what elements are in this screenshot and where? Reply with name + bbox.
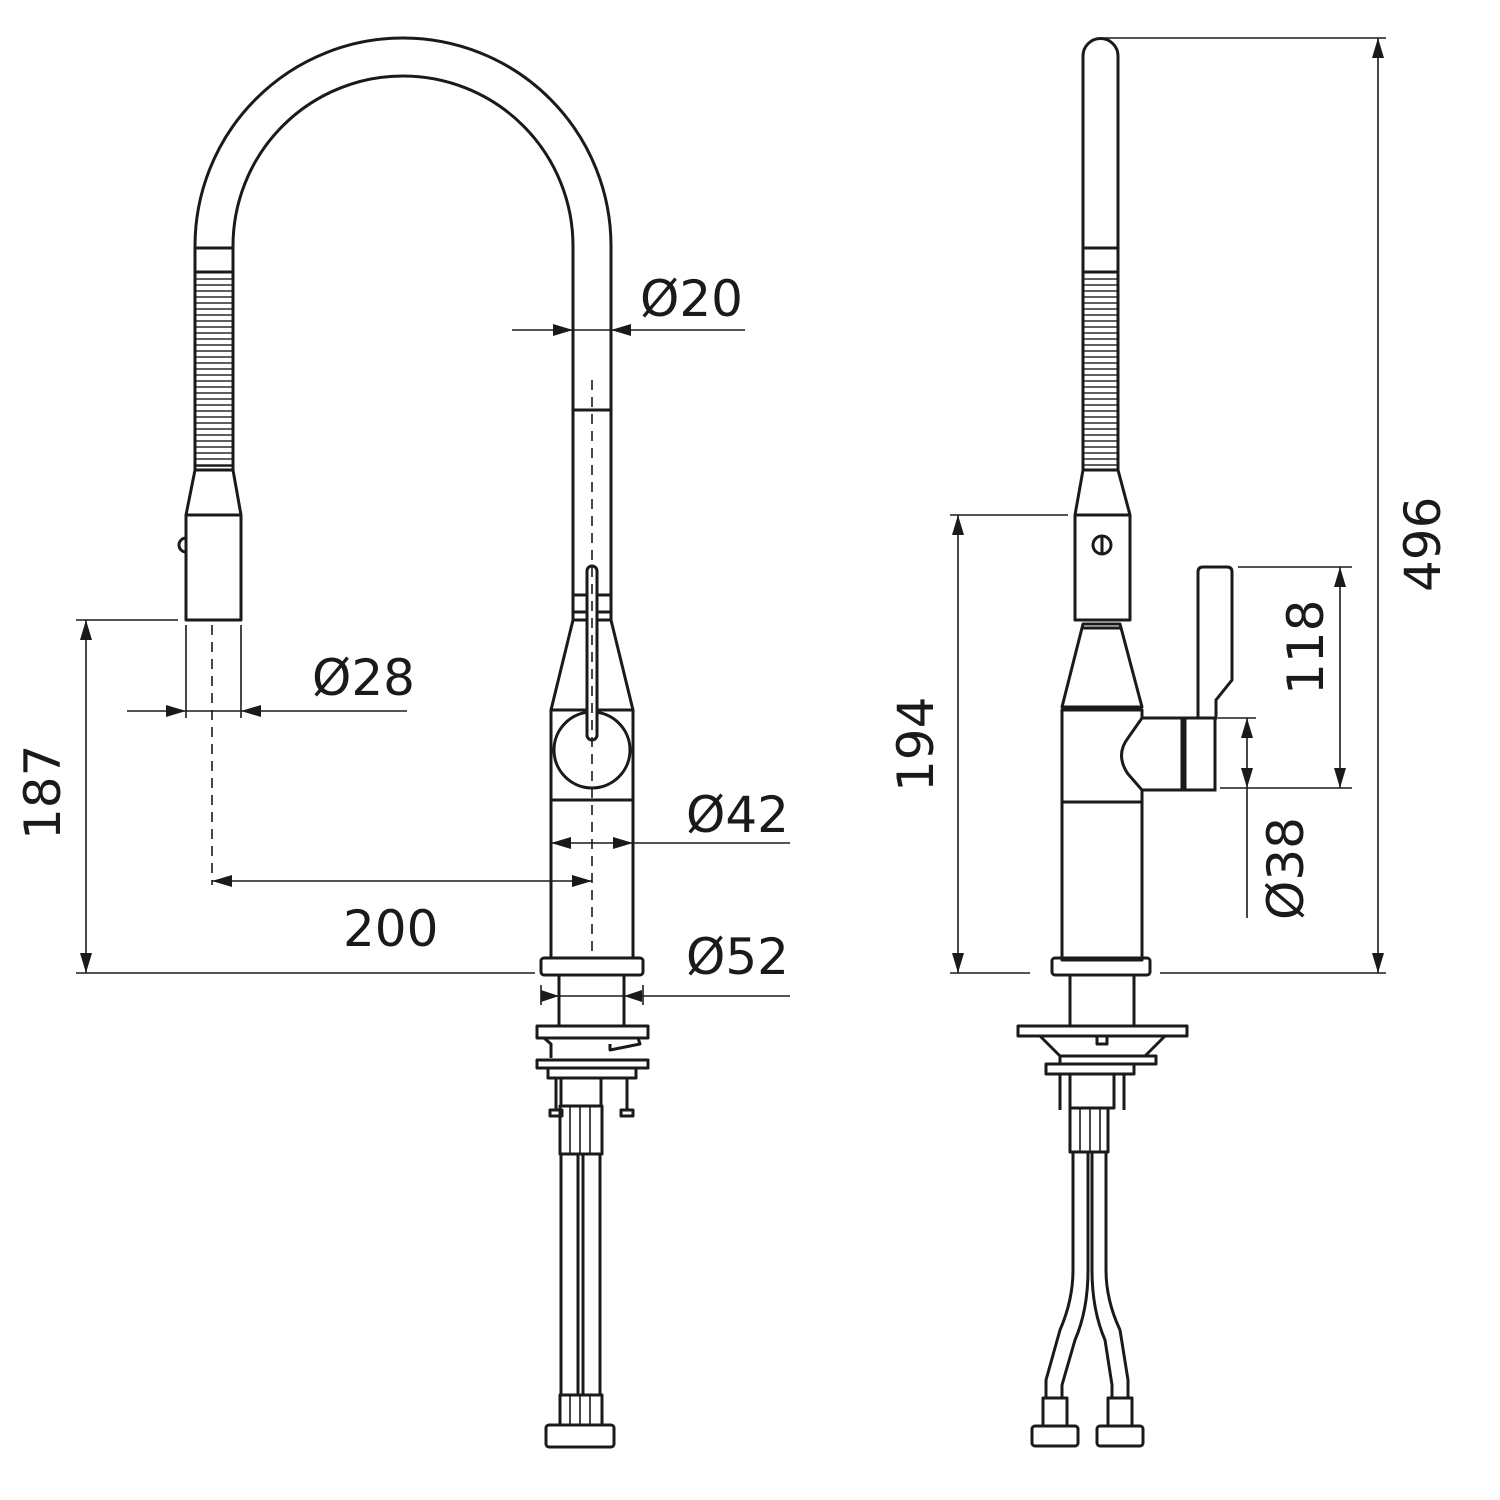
dimension-spout-reach: 200	[212, 875, 592, 958]
cartridge-housing	[1120, 716, 1184, 792]
svg-text:496: 496	[1394, 497, 1452, 592]
supply-hoses	[1030, 1152, 1145, 1448]
svg-text:Ø20: Ø20	[640, 270, 743, 328]
dimension-lever-height: 118	[1220, 566, 1352, 789]
spout-riser	[571, 246, 613, 620]
svg-text:Ø28: Ø28	[312, 649, 415, 707]
base-assembly	[1016, 956, 1189, 1154]
svg-text:187: 187	[14, 745, 72, 840]
svg-text:118: 118	[1277, 600, 1335, 695]
svg-text:200: 200	[343, 900, 438, 958]
dimension-cartridge-diameter: Ø38	[1218, 717, 1315, 920]
dimension-body-height: 194	[887, 514, 1068, 974]
mixer-body	[1060, 565, 1234, 962]
dimension-body-diameter: Ø42	[551, 786, 790, 849]
svg-text:Ø52: Ø52	[686, 928, 789, 986]
dimension-base-diameter: Ø52	[540, 928, 790, 1005]
dimension-spray-head-diameter: Ø28	[127, 625, 415, 718]
front-view	[177, 36, 650, 1449]
spray-head	[1073, 468, 1132, 622]
dimension-spout-height: 187	[14, 619, 535, 974]
dimension-total-height: 496	[1100, 37, 1452, 974]
supply-hoses	[544, 1154, 616, 1449]
base-assembly	[535, 956, 650, 1156]
spout-arch	[193, 36, 613, 247]
svg-text:Ø42: Ø42	[686, 786, 789, 844]
cartridge	[1183, 716, 1217, 792]
lever	[1196, 565, 1234, 720]
svg-text:194: 194	[887, 697, 945, 792]
flexible-hose-left	[193, 246, 235, 470]
svg-text:Ø38: Ø38	[1257, 817, 1315, 920]
dimension-hose-diameter: Ø20	[512, 270, 745, 336]
spray-head	[177, 468, 243, 622]
side-view	[1016, 37, 1234, 1448]
